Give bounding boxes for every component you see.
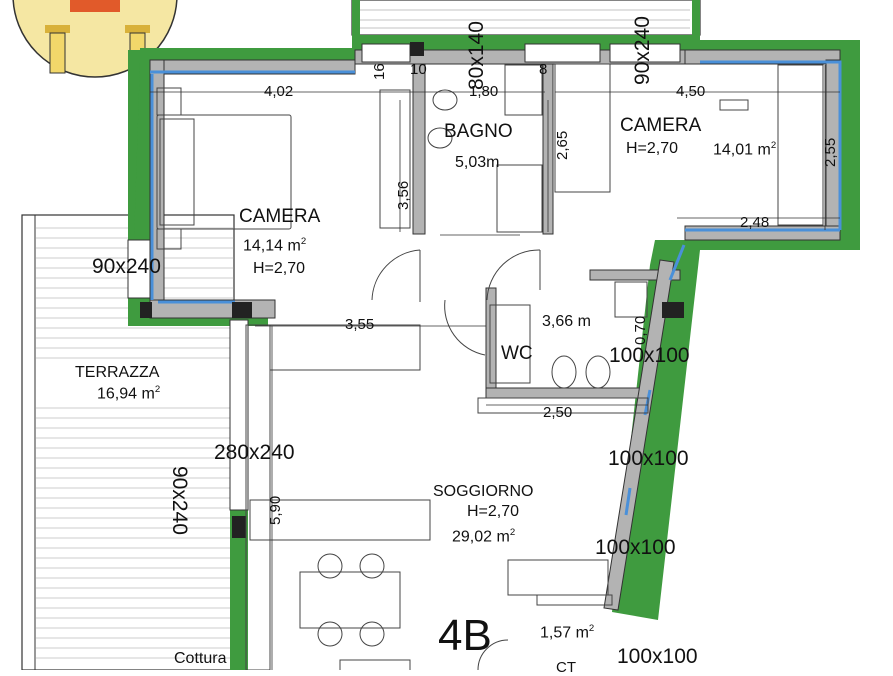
furniture bbox=[156, 63, 824, 670]
dimension-lines bbox=[150, 65, 840, 670]
insulation-lines bbox=[150, 60, 842, 516]
camera-left-area-value: 14,14 m bbox=[243, 237, 301, 255]
camera-left-area-sup: 2 bbox=[300, 236, 307, 247]
dim-11: 0,70 bbox=[632, 315, 649, 345]
ripostiglio-area: 1,57 m2 bbox=[540, 624, 594, 641]
bagno-area: 5,03m bbox=[455, 154, 500, 171]
opening-5: 100x100 bbox=[609, 344, 690, 367]
dim-12: 2,50 bbox=[543, 404, 573, 421]
camera-left-name: CAMERA bbox=[239, 206, 321, 227]
soggiorno-area-sup: 2 bbox=[509, 527, 516, 538]
wc-name: WC bbox=[501, 343, 533, 364]
dim-7: 2,65 bbox=[554, 130, 571, 160]
unit-label: 4B bbox=[438, 611, 492, 660]
opening-0: 80x140 bbox=[465, 21, 488, 90]
dim-9: 2,48 bbox=[740, 214, 770, 231]
soggiorno-name: SOGGIORNO bbox=[433, 483, 534, 500]
opening-6: 100x100 bbox=[608, 447, 689, 470]
dim-13: 5,90 bbox=[267, 495, 284, 525]
camera-right-area-sup: 2 bbox=[770, 140, 777, 151]
wc-area: 3,66 m bbox=[542, 313, 591, 330]
dim-1: 16 bbox=[371, 63, 388, 80]
soggiorno-area-value: 29,02 m bbox=[452, 528, 510, 546]
dim-8: 2,55 bbox=[822, 137, 839, 167]
dim-5: 4,50 bbox=[676, 83, 706, 100]
opening-3: 280x240 bbox=[214, 441, 295, 464]
opening-4: 90x240 bbox=[168, 466, 191, 535]
opening-2: 90x240 bbox=[92, 255, 161, 278]
dim-2: 10 bbox=[410, 61, 427, 78]
ct-name: CT bbox=[556, 659, 576, 676]
bagno-name: BAGNO bbox=[444, 121, 513, 142]
camera-left-area: 14,14 m2 bbox=[243, 237, 306, 254]
soggiorno-area: 29,02 m2 bbox=[452, 528, 515, 545]
dim-3: 1,80 bbox=[469, 83, 499, 100]
terrazza-area-sup: 2 bbox=[154, 384, 161, 395]
ripostiglio-area-sup: 2 bbox=[588, 623, 595, 634]
camera-right-name: CAMERA bbox=[620, 115, 702, 136]
soggiorno-height: H=2,70 bbox=[467, 503, 520, 520]
cottura-name: Cottura bbox=[174, 650, 227, 667]
openings bbox=[127, 42, 684, 538]
camera-right-area: 14,01 m2 bbox=[713, 141, 776, 158]
opening-1: 90x240 bbox=[631, 16, 654, 85]
dim-6: 3,56 bbox=[395, 180, 412, 210]
camera-left-height: H=2,70 bbox=[253, 260, 306, 277]
opening-7: 100x100 bbox=[595, 536, 676, 559]
opening-8: 100x100 bbox=[617, 645, 698, 668]
dim-10: 3,55 bbox=[345, 316, 375, 333]
dim-4: 8 bbox=[539, 61, 548, 78]
terrazza-name: TERRAZZA bbox=[75, 364, 160, 381]
camera-right-height: H=2,70 bbox=[626, 140, 679, 157]
dim-0: 4,02 bbox=[264, 83, 294, 100]
terrazza-area: 16,94 m2 bbox=[97, 385, 160, 402]
ripostiglio-area-value: 1,57 m bbox=[540, 624, 589, 642]
terrazza-area-value: 16,94 m bbox=[97, 385, 155, 403]
camera-right-area-value: 14,01 m bbox=[713, 141, 771, 159]
